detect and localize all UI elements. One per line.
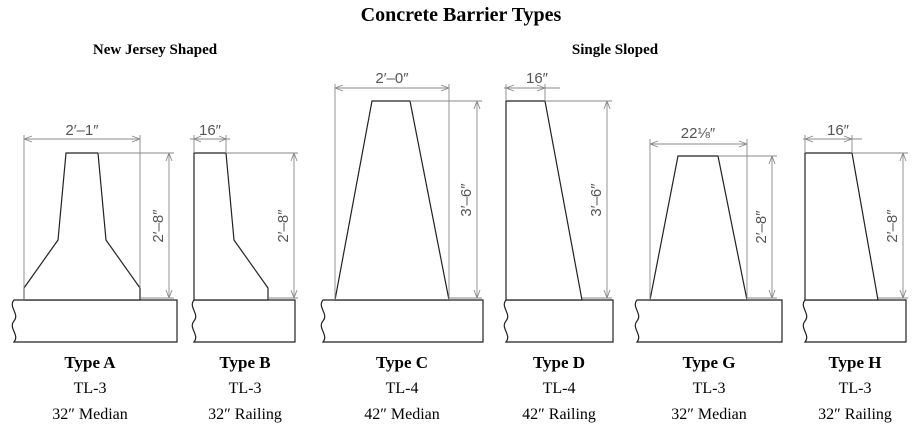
barrier-profile xyxy=(193,152,269,301)
dimension-arrows xyxy=(473,100,481,299)
dimension-arrows xyxy=(768,155,776,299)
height-dimension-label: 2′–8″ xyxy=(150,209,167,243)
dimension-arrows xyxy=(505,84,546,92)
type-name: Type D xyxy=(533,353,585,372)
width-dimension-label: 16″ xyxy=(526,70,549,87)
type-name: Type H xyxy=(828,353,881,372)
dimension-arrows xyxy=(193,135,227,143)
width-dimension-label: 16″ xyxy=(827,122,850,139)
width-dimension-label: 2′–0″ xyxy=(375,70,409,87)
type-name: Type A xyxy=(64,353,116,372)
test-level: TL-3 xyxy=(839,380,872,397)
group-label-new-jersey: New Jersey Shaped xyxy=(93,42,218,58)
barrier-type-a: 2′–1″ 2′–8″ xyxy=(11,122,178,343)
deck-slab xyxy=(503,299,614,343)
deck-slab xyxy=(11,299,178,343)
caption-type-g: Type G TL-3 32″ Median xyxy=(671,353,747,423)
type-name: Type G xyxy=(682,353,735,372)
test-level: TL-4 xyxy=(386,380,419,397)
barrier-description: 42″ Median xyxy=(364,406,440,423)
barrier-profile xyxy=(505,100,583,301)
height-dimension-label: 3′–6″ xyxy=(588,183,605,217)
width-dimension-label: 2′–1″ xyxy=(65,122,99,139)
barrier-type-b: 16″ 2′–8″ xyxy=(190,122,298,343)
height-dimension-label: 2′–8″ xyxy=(753,210,770,244)
barrier-profile xyxy=(804,152,879,301)
barrier-description: 32″ Median xyxy=(671,406,747,423)
caption-type-a: Type A TL-3 32″ Median xyxy=(52,353,128,423)
caption-type-h: Type H TL-3 32″ Railing xyxy=(818,353,892,423)
test-level: TL-3 xyxy=(693,380,726,397)
barrier-description: 42″ Railing xyxy=(522,406,596,423)
test-level: TL-4 xyxy=(543,380,576,397)
dimension-arrows xyxy=(899,152,907,299)
dimension-arrows xyxy=(290,152,298,299)
test-level: TL-3 xyxy=(229,380,262,397)
dimension-arrows xyxy=(334,84,450,92)
group-label-single-sloped: Single Sloped xyxy=(572,42,659,58)
width-dimension-label: 22⅛″ xyxy=(681,125,716,142)
caption-type-b: Type B TL-3 32″ Railing xyxy=(208,353,282,423)
barrier-type-g: 22⅛″ 2′–8″ xyxy=(634,125,783,343)
dimension-arrows xyxy=(23,135,141,143)
height-dimension-label: 2′–8″ xyxy=(884,209,901,243)
barrier-type-d: 16″ 3′–6″ xyxy=(503,70,614,343)
type-name: Type C xyxy=(376,353,428,372)
deck-slab xyxy=(802,299,907,343)
test-level: TL-3 xyxy=(74,380,107,397)
height-dimension-label: 2′–8″ xyxy=(275,209,292,243)
dimension-arrows xyxy=(165,152,173,299)
caption-type-d: Type D TL-4 42″ Railing xyxy=(522,353,596,423)
caption-type-c: Type C TL-4 42″ Median xyxy=(364,353,440,423)
dimension-arrows xyxy=(804,135,853,143)
width-dimension-label: 16″ xyxy=(199,122,222,139)
type-name: Type B xyxy=(219,353,270,372)
barrier-profile xyxy=(649,155,748,301)
barrier-type-c: 2′–0″ 3′–6″ xyxy=(320,70,484,343)
barrier-description: 32″ Median xyxy=(52,406,128,423)
barrier-profile xyxy=(334,100,450,301)
barrier-type-h: 16″ 2′–8″ xyxy=(802,122,908,343)
dimension-arrows xyxy=(603,100,611,299)
barrier-profile xyxy=(23,152,141,301)
deck-slab xyxy=(320,299,484,343)
barrier-description: 32″ Railing xyxy=(818,406,892,423)
deck-slab xyxy=(634,299,783,343)
dimension-arrows xyxy=(649,140,748,148)
barrier-description: 32″ Railing xyxy=(208,406,282,423)
height-dimension-label: 3′–6″ xyxy=(458,183,475,217)
deck-slab xyxy=(191,299,296,343)
diagram-title: Concrete Barrier Types xyxy=(361,4,562,26)
